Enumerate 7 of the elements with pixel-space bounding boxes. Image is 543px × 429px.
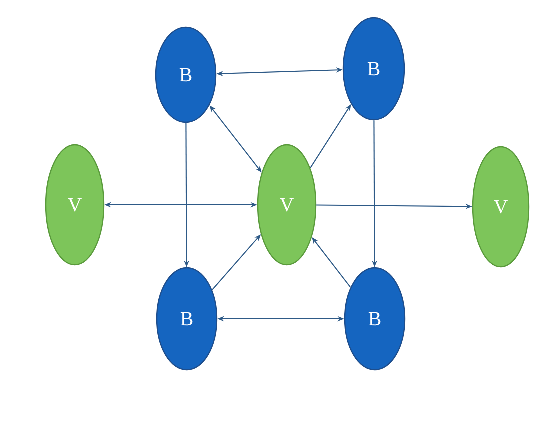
ellipse-node: B: [156, 267, 218, 371]
ellipse-node: V: [257, 144, 317, 266]
ellipse-node: V: [472, 146, 530, 268]
ellipse-node: B: [155, 26, 217, 124]
ellipse-node: B: [342, 17, 406, 121]
ellipse-node: V: [45, 144, 105, 266]
ellipse-node: B: [344, 267, 406, 371]
